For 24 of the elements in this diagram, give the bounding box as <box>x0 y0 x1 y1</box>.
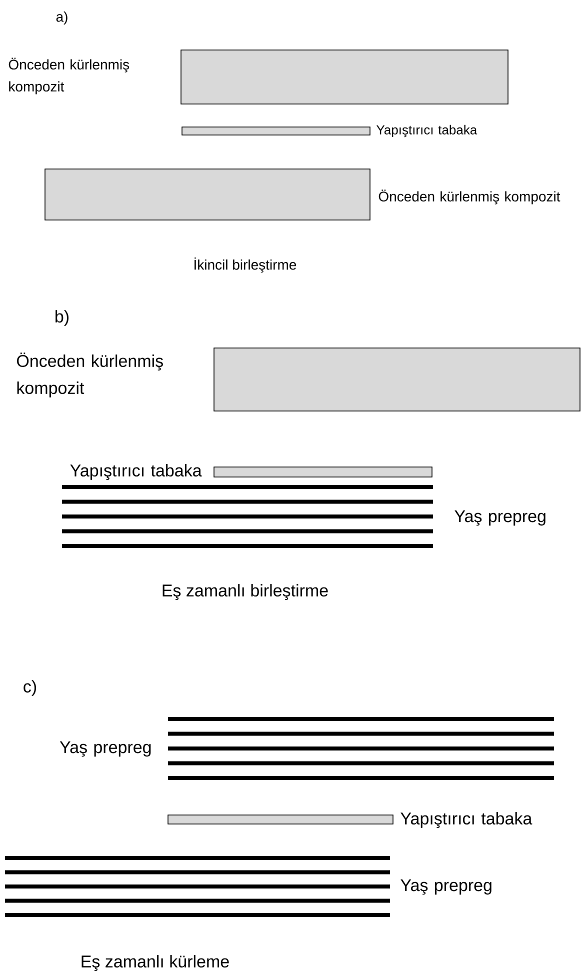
composite-plate <box>180 50 508 104</box>
composite-plate <box>214 348 580 412</box>
prepreg-stack <box>5 856 390 917</box>
adhesive-layer <box>182 126 370 136</box>
panel-letter: a) <box>56 11 68 25</box>
caption: Eş zamanlı birleştirme <box>162 584 328 600</box>
prepreg-stack <box>62 485 433 548</box>
side-label: Yapıştırıcı tabaka <box>376 124 478 138</box>
side-label: Önceden kürlenmiş kompozit <box>378 190 560 204</box>
prepreg-stack <box>168 717 554 780</box>
side-label: Yapıştırıcı tabaka <box>70 464 202 480</box>
side-label: Yaş prepreg <box>400 879 492 895</box>
adhesive-layer <box>168 814 394 824</box>
panel-letter: c) <box>24 680 36 696</box>
caption: Eş zamanlı kürleme <box>82 955 229 971</box>
side-label: Yaş prepreg <box>60 741 151 757</box>
side-label: Önceden kürlenmiş kompozit <box>17 352 163 398</box>
side-label: Yaş prepreg <box>454 510 546 526</box>
caption: İkincil birleştirme <box>194 257 296 273</box>
composite-plate <box>44 168 370 220</box>
side-label: Yapıştırıcı tabaka <box>400 812 532 828</box>
panel-letter: b) <box>56 310 68 326</box>
adhesive-layer <box>214 466 432 478</box>
side-label: Önceden kürlenmiş kompozit <box>8 58 130 94</box>
